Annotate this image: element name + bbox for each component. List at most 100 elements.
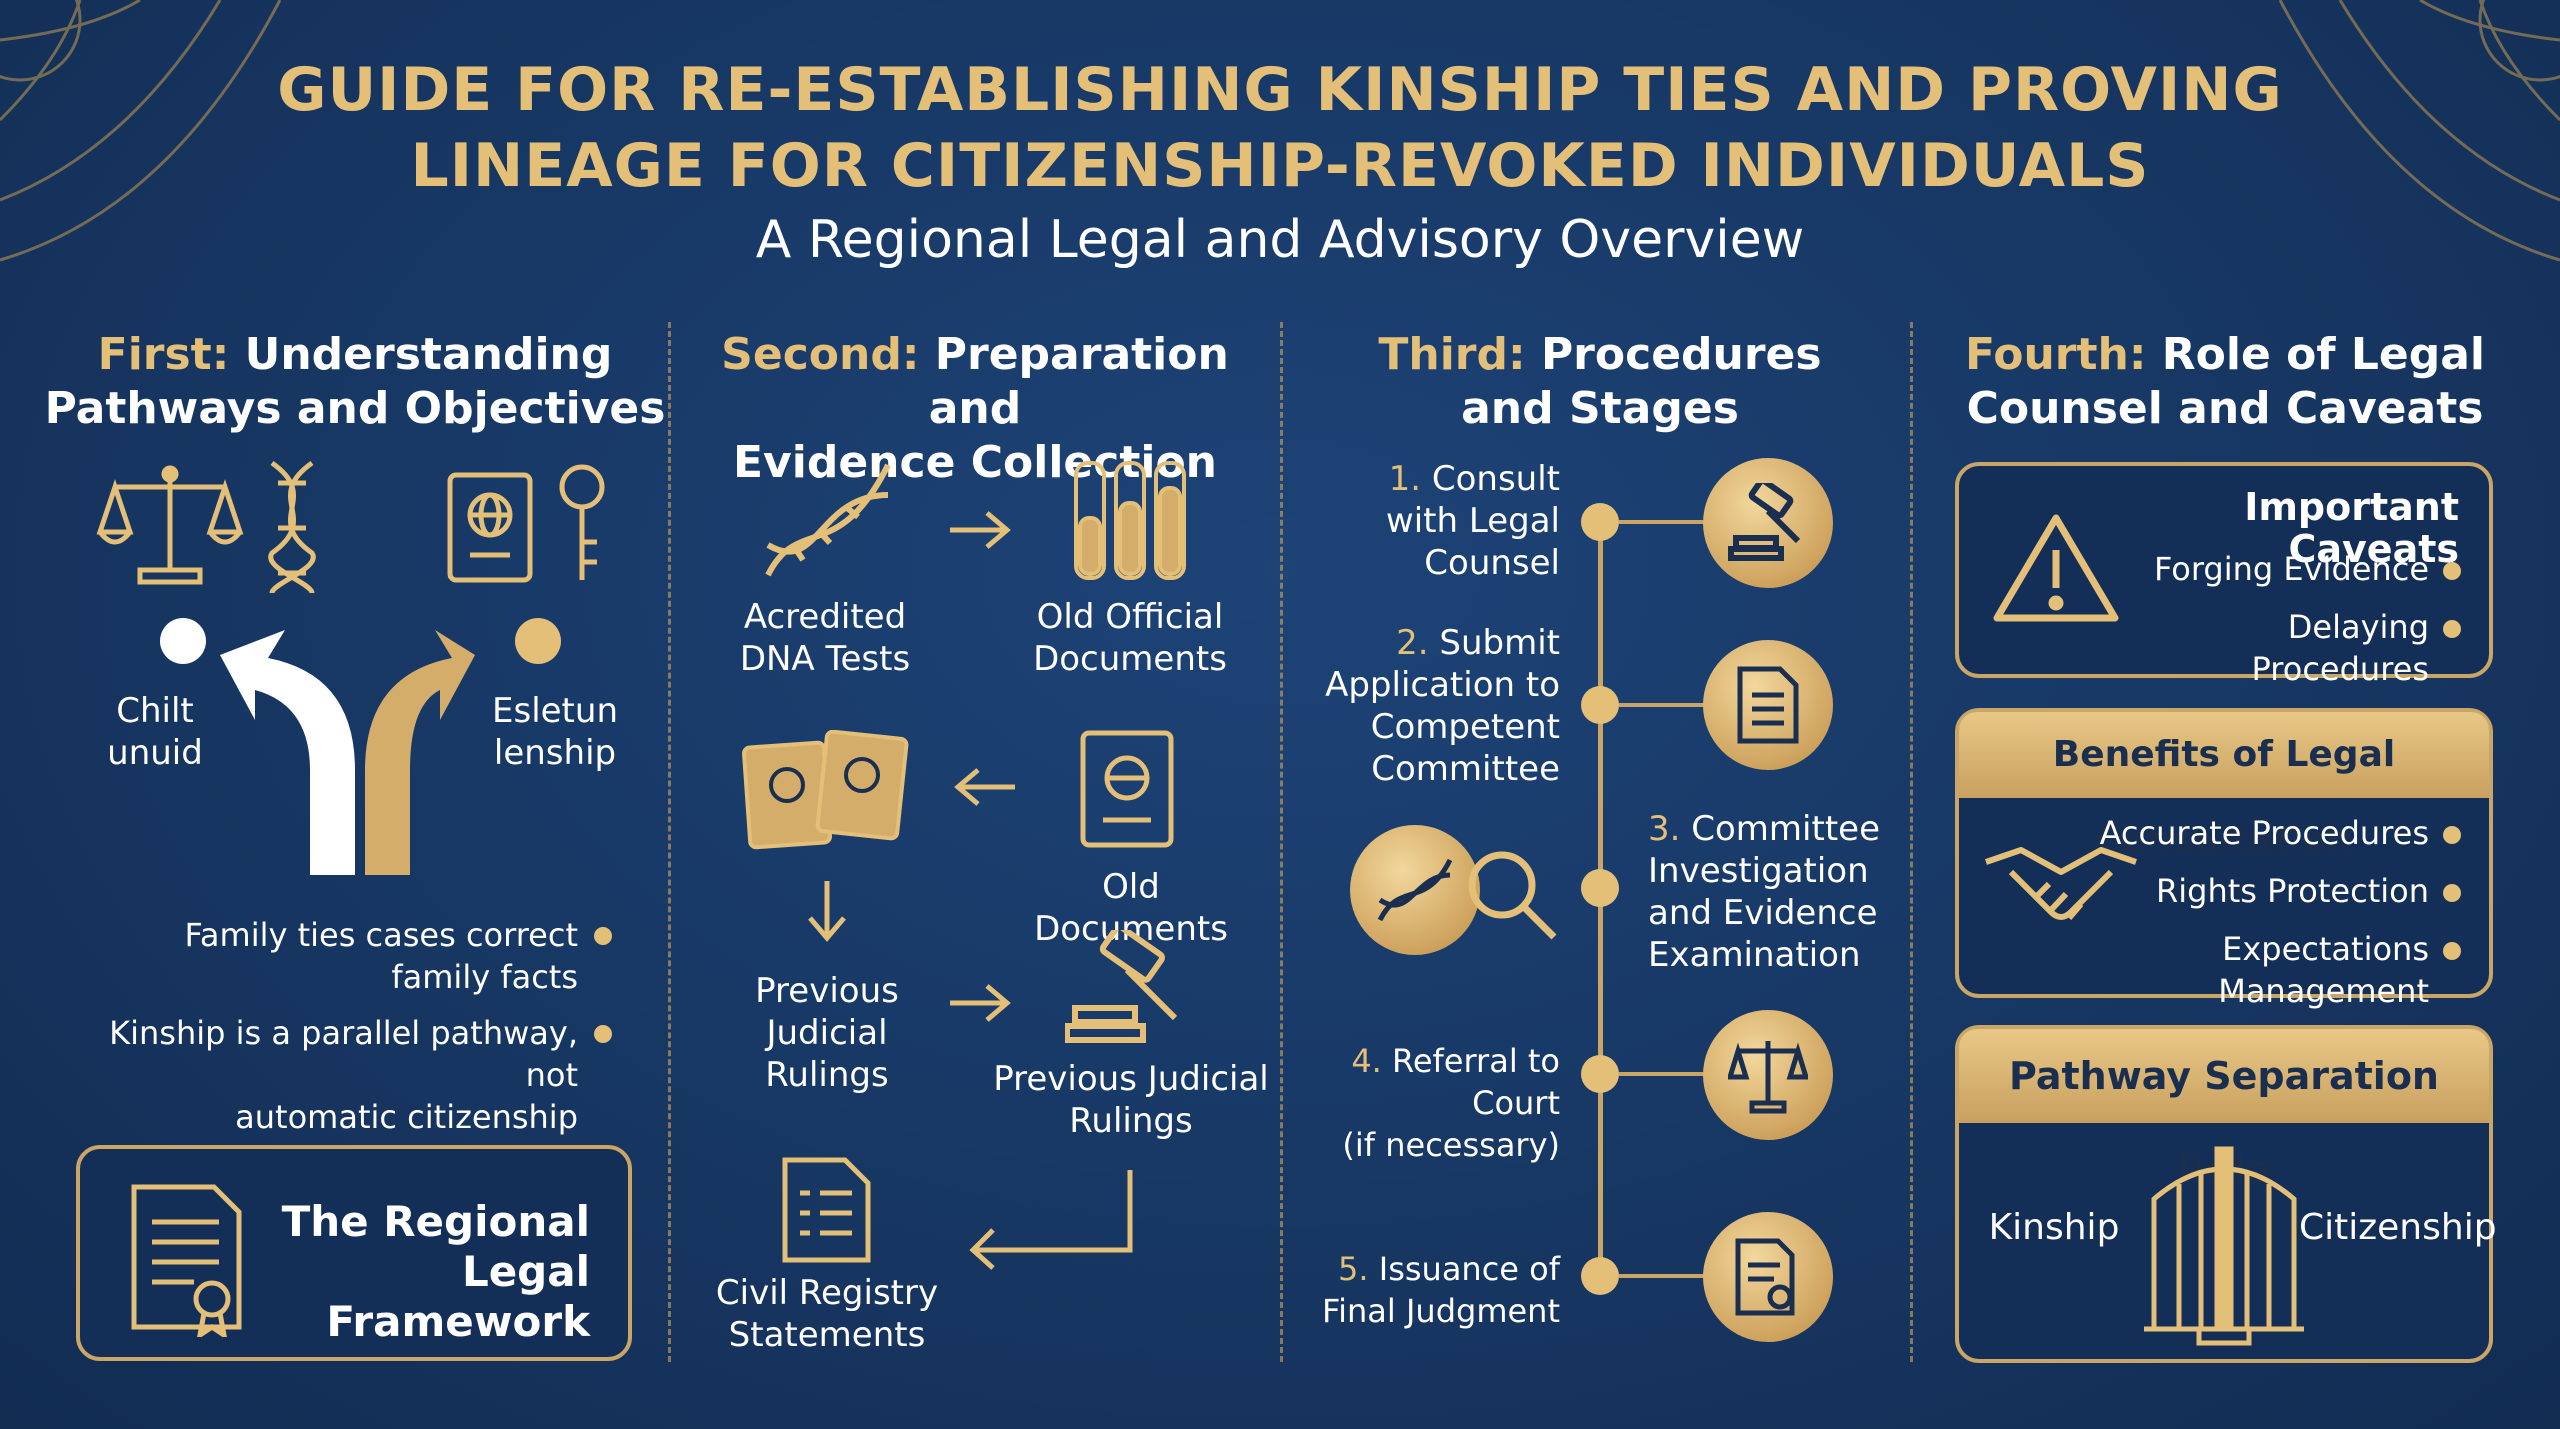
col1-bullet-1-line1: Family ties cases correct — [184, 916, 578, 954]
dna-icon — [268, 460, 316, 595]
step-5-line2: Final Judgment — [1322, 1292, 1560, 1330]
bullet-dot — [2443, 884, 2461, 902]
certificate-icon — [131, 1184, 242, 1337]
bullet-dot — [594, 927, 612, 945]
step-1-line2: with Legal — [1385, 501, 1560, 541]
civil-registry-label-1: Civil Registry — [715, 1273, 939, 1313]
left-pathway-label-2: unuid — [107, 733, 203, 773]
old-official-documents-label: Old Official Documents — [1010, 596, 1250, 680]
left-pathway-label: Chilt unuid — [85, 690, 225, 774]
step-5-icon-circle — [1703, 1212, 1833, 1342]
framework-label-2: Legal Framework — [326, 1247, 590, 1346]
arrow-down-icon — [808, 881, 846, 942]
timeline-node — [1581, 686, 1619, 724]
step-1-line3: Counsel — [1424, 543, 1560, 583]
col2-prefix: Second: — [721, 329, 920, 380]
step-2-number: 2. — [1396, 623, 1429, 663]
previous-rulings-left-3: Rulings — [765, 1055, 889, 1095]
col1-heading-a: Understanding — [244, 329, 613, 380]
step-2-line2: Application to — [1325, 665, 1560, 705]
bullet-dot — [2443, 826, 2461, 844]
benefit-3: Expectations Management — [2218, 930, 2429, 1010]
gavel-icon — [1065, 930, 1178, 1043]
col3-prefix: Third: — [1378, 329, 1526, 380]
timeline-connector — [1619, 1274, 1704, 1278]
step-4-line2: (if necessary) — [1342, 1126, 1560, 1164]
magnifier-icon — [1468, 851, 1557, 940]
previous-rulings-left-label: Previous Judicial Rulings — [720, 970, 934, 1096]
framework-label-1: The Regional — [281, 1197, 590, 1246]
certificate-icon — [1735, 1238, 1795, 1316]
key-icon — [559, 464, 605, 580]
timeline-connector — [1619, 520, 1704, 524]
step-4-line1: Referral to Court — [1392, 1042, 1560, 1122]
civil-registry-label: Civil Registry Statements — [700, 1272, 954, 1356]
previous-rulings-left-1: Previous — [755, 971, 899, 1011]
col3-heading: Third: Procedures and Stages — [1290, 328, 1910, 436]
step-3-icon-circle — [1350, 825, 1480, 955]
col4-prefix: Fourth: — [1964, 329, 2147, 380]
step-3-line3: and Evidence — [1648, 893, 1878, 933]
passport-icon — [1080, 730, 1174, 848]
benefits-box: Benefits of Legal Consultation Accurate … — [1955, 708, 2493, 1010]
timeline-connector — [1619, 703, 1704, 707]
col1-bullet-2-line1: Kinship is a parallel pathway, not — [109, 1014, 578, 1094]
step-3-label: 3. Committee Investigation and Evidence … — [1648, 808, 1918, 976]
previous-rulings-left-2: Judicial — [766, 1013, 888, 1053]
caveats-box: Important Caveats Forging Evidence Delay… — [1955, 462, 2493, 688]
bullet-dot — [594, 1025, 612, 1043]
col2-heading: Second: Preparation and Evidence Collect… — [680, 328, 1270, 490]
handshake-icon — [1985, 847, 2137, 920]
step-3-line4: Examination — [1648, 935, 1861, 975]
step-5-line1: Issuance of — [1378, 1250, 1560, 1288]
right-pathway-label-1: Esletun — [492, 691, 618, 731]
scales-icon — [1728, 1041, 1808, 1114]
col1-heading: First: Understanding Pathways and Object… — [40, 328, 670, 436]
bullet-dot — [2443, 620, 2461, 638]
col1-bullet-1: Family ties cases correct family facts — [60, 914, 578, 998]
benefit-1: Accurate Procedures — [2099, 814, 2429, 852]
column-divider — [668, 322, 671, 1362]
pathway-arrows-icon — [220, 630, 475, 875]
corner-ornament-right — [2278, 0, 2560, 262]
test-tubes-icon — [1074, 461, 1186, 580]
old-official-label-2: Documents — [1033, 639, 1227, 679]
step-2-line3: Competent — [1370, 707, 1560, 747]
dna-icon — [1377, 858, 1453, 922]
col4-heading-a: Role of Legal — [2161, 329, 2485, 380]
dna-icon — [765, 463, 891, 577]
arrow-right-icon — [950, 511, 1011, 549]
framework-label: The Regional Legal Framework — [260, 1197, 590, 1347]
benefits-title: Benefits of Legal Consultation — [1959, 712, 2489, 861]
step-2-line1: Submit — [1439, 623, 1560, 663]
step-5-label: 5. Issuance of Final Judgment — [1290, 1248, 1560, 1332]
dna-tests-label: Acredited DNA Tests — [710, 596, 940, 680]
caveat-1: Forging Evidence — [2153, 550, 2429, 588]
step-1-label: 1. Consult with Legal Counsel — [1310, 458, 1560, 584]
previous-rulings-right-1: Previous Judicial — [993, 1059, 1269, 1099]
column-divider — [1910, 322, 1913, 1362]
step-3-number: 3. — [1648, 809, 1681, 849]
separation-title: Pathway Separation Rule — [1959, 1029, 2489, 1192]
step-4-icon-circle — [1703, 1010, 1833, 1140]
step-1-line1: Consult — [1431, 459, 1560, 499]
dna-tests-label-1: Acredited — [743, 597, 907, 637]
passports-icon — [742, 730, 909, 850]
col3-heading-a: Procedures — [1540, 329, 1822, 380]
civil-registry-label-2: Statements — [728, 1315, 926, 1355]
caveat-2: Delaying Procedures — [2251, 608, 2429, 688]
previous-rulings-right-2: Rulings — [1069, 1101, 1193, 1141]
col3-heading-b: and Stages — [1461, 383, 1739, 434]
page-title-line2: LINEAGE FOR CITIZENSHIP-REVOKED INDIVIDU… — [410, 131, 2150, 201]
col1-heading-b: Pathways and Objectives — [44, 383, 666, 434]
col2-heading-a: Preparation and — [928, 329, 1229, 434]
previous-rulings-right-label: Previous Judicial Rulings — [990, 1058, 1272, 1142]
col1-prefix: First: — [97, 329, 230, 380]
right-pathway-label-2: lenship — [493, 733, 617, 773]
passport-icon — [447, 472, 533, 583]
bullet-dot — [2443, 942, 2461, 960]
col4-heading: Fourth: Role of Legal Counsel and Caveat… — [1920, 328, 2530, 436]
page-subtitle: A Regional Legal and Advisory Overview — [755, 210, 1805, 270]
old-official-label-1: Old Official — [1036, 597, 1224, 637]
